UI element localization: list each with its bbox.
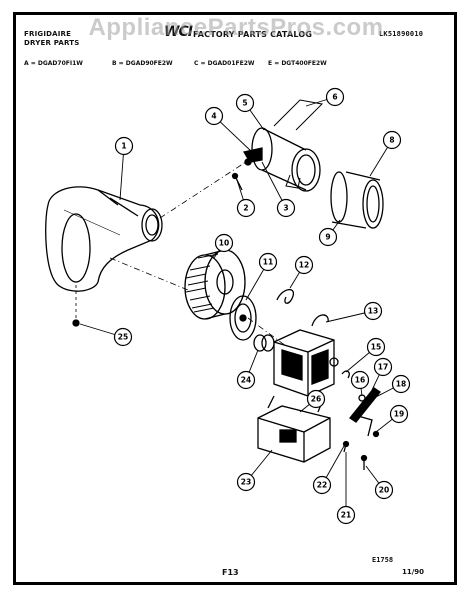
heater-tube xyxy=(251,99,324,192)
callout-23: 23 xyxy=(236,449,273,492)
wci-logo: WCI xyxy=(164,24,193,40)
callout-4: 4 xyxy=(204,106,253,153)
callout-circle xyxy=(236,472,256,492)
callout-number: 19 xyxy=(394,410,404,419)
callout-circle xyxy=(204,106,224,126)
callout-8: 8 xyxy=(369,130,402,177)
callout-number: 11 xyxy=(263,258,273,267)
callout-circle xyxy=(389,404,409,424)
callout-22: 22 xyxy=(312,445,345,495)
callout-3: 3 xyxy=(261,161,296,218)
callout-24: 24 xyxy=(236,349,259,390)
callout-18: 18 xyxy=(369,374,411,401)
callout-circle xyxy=(382,130,402,150)
callout-circle xyxy=(318,227,338,247)
model-item: A = DGAD70FI1W xyxy=(24,60,83,67)
drawing-code: E1758 xyxy=(372,556,394,564)
housing-screw xyxy=(72,319,80,327)
watermark-text: AppliancePartsPros.com xyxy=(88,14,384,41)
callout-circle xyxy=(236,198,256,218)
callout-6: 6 xyxy=(305,87,345,107)
brand-line-2: DRYER PARTS xyxy=(24,39,80,47)
callout-number: 10 xyxy=(219,239,229,248)
callout-circle xyxy=(325,87,345,107)
model-item: E = DGT400FE2W xyxy=(268,60,327,67)
callout-number: 3 xyxy=(283,204,288,213)
callout-circle xyxy=(114,136,134,156)
callout-1: 1 xyxy=(114,136,134,201)
callout-number: 12 xyxy=(299,261,309,270)
callout-number: 24 xyxy=(241,376,251,385)
callout-number: 22 xyxy=(317,481,327,490)
callout-circle xyxy=(113,327,133,347)
callout-circle xyxy=(391,374,411,394)
callout-number: 13 xyxy=(368,307,378,316)
drive-plate xyxy=(229,295,257,341)
callout-13: 13 xyxy=(325,301,383,323)
callout-circle xyxy=(236,370,256,390)
callout-12: 12 xyxy=(289,255,314,289)
callout-number: 4 xyxy=(211,112,216,121)
callout-number: 26 xyxy=(311,395,321,404)
catalog-number: LK51890010 xyxy=(379,30,424,38)
callout-25: 25 xyxy=(79,323,133,347)
callout-number: 1 xyxy=(121,142,126,151)
callout-circle xyxy=(350,370,370,390)
callout-number: 23 xyxy=(241,478,251,487)
callout-circle xyxy=(336,505,356,525)
model-item: B = DGAD90FE2W xyxy=(112,60,173,67)
callout-number: 18 xyxy=(396,380,406,389)
callout-2: 2 xyxy=(236,179,256,218)
callout-5: 5 xyxy=(235,93,265,131)
callout-number: 15 xyxy=(371,343,381,352)
callout-circle xyxy=(306,389,326,409)
callout-number: 9 xyxy=(325,233,330,242)
callout-number: 17 xyxy=(378,363,388,372)
revision-date: 11/90 xyxy=(402,568,425,576)
callout-number: 6 xyxy=(332,93,337,102)
callout-circle xyxy=(258,252,278,272)
callout-circle xyxy=(366,337,386,357)
callout-26: 26 xyxy=(299,389,326,413)
alignment-lines xyxy=(109,157,287,347)
catalog-label: FACTORY PARTS CATALOG xyxy=(193,30,313,39)
callout-number: 21 xyxy=(341,511,351,520)
retaining-clips xyxy=(276,289,329,327)
callout-15: 15 xyxy=(345,337,386,373)
callout-circle xyxy=(373,357,393,377)
callout-circle xyxy=(294,255,314,275)
callout-number: 25 xyxy=(118,333,128,342)
callout-number: 8 xyxy=(389,136,394,145)
callout-circle xyxy=(312,475,332,495)
brand-line-1: FRIGIDAIRE xyxy=(24,30,72,38)
motor-mount xyxy=(257,395,331,463)
model-item: C = DGAD01FE2W xyxy=(194,60,255,67)
callout-number: 16 xyxy=(355,376,365,385)
callout-circle xyxy=(214,233,234,253)
callout-10: 10 xyxy=(213,233,234,259)
callout-circle xyxy=(363,301,383,321)
callout-number: 5 xyxy=(242,99,247,108)
callout-circle xyxy=(276,198,296,218)
callout-16: 16 xyxy=(350,370,370,397)
motor xyxy=(273,329,339,397)
callout-circle xyxy=(374,480,394,500)
callout-21: 21 xyxy=(336,452,356,525)
callout-19: 19 xyxy=(375,404,409,433)
page-border xyxy=(13,12,457,585)
mounting-bracket xyxy=(231,147,263,191)
callout-circle xyxy=(235,93,255,113)
callout-number: 2 xyxy=(243,204,248,213)
blower-housing xyxy=(45,186,163,292)
callout-20: 20 xyxy=(365,465,394,500)
callout-17: 17 xyxy=(371,357,393,391)
callout-9: 9 xyxy=(318,219,341,247)
callout-11: 11 xyxy=(245,252,278,301)
page-number: F13 xyxy=(222,568,239,577)
callout-number: 20 xyxy=(379,486,389,495)
